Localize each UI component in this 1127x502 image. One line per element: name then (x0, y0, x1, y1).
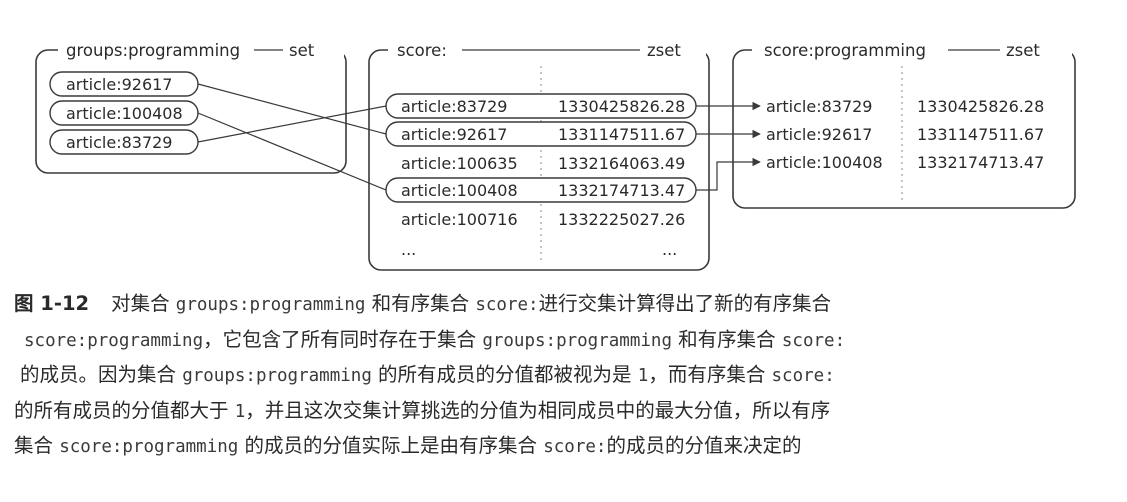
score-row-score: 1332225027.26 (558, 210, 685, 229)
caption-text: 和有序集合 (671, 327, 782, 351)
caption-text: 的所有成员的分值都被视为是 (371, 363, 638, 386)
set-intersection-diagram: groups:programming set article:92617 art… (35, 40, 1076, 271)
caption-code: score: (781, 330, 846, 351)
result-row-score: 1330425826.28 (917, 97, 1044, 116)
set-member: article:83729 (66, 133, 172, 152)
caption-line-2: score:programming，它包含了所有同时存在于集合 groups:p… (14, 323, 1114, 359)
result-row-member: article:92617 (766, 125, 872, 144)
result-row-member: article:100408 (766, 153, 883, 172)
result-box-title-type: zset (1006, 41, 1040, 60)
score-zset-box: score: zset article:83729 1330425826.28 … (368, 40, 710, 271)
caption-code: score: (543, 437, 607, 457)
score-row-member: article:100716 (401, 210, 518, 229)
set-box: groups:programming set article:92617 art… (35, 40, 347, 174)
score-row-score: 1330425826.28 (558, 97, 685, 116)
score-row-score: 1332164063.49 (558, 154, 685, 173)
caption-text: ，它包含了所有同时存在于集合 (203, 327, 483, 351)
result-box-title-name: score:programming (764, 41, 926, 60)
link-set-92617-to-score (197, 83, 387, 135)
score-row-member: article:100635 (401, 154, 518, 173)
caption-text: 进行交集计算得出了新的有序集合 (538, 292, 832, 315)
caption-text: 的成员的分值来决定的 (606, 434, 802, 457)
caption-code: score: (475, 295, 539, 315)
caption-line-1: 图 1-12 对集合 groups:programming 和有序集合 score… (14, 287, 1114, 323)
link-set-100408-to-score (197, 112, 387, 191)
caption-code: groups:programming (482, 330, 672, 351)
result-row-member: article:83729 (766, 97, 872, 116)
score-row-ellipsis: ... (401, 240, 416, 259)
link-set-83729-to-score (197, 105, 387, 143)
result-row-score: 1332174713.47 (917, 153, 1044, 172)
caption-code: 1 (637, 366, 649, 386)
caption-text: 的所有成员的分值都大于 (14, 398, 235, 422)
score-row-member: article:92617 (401, 125, 507, 144)
caption-code: score:programming (59, 437, 239, 457)
score-row-member: article:83729 (401, 97, 507, 116)
set-member: article:100408 (66, 104, 183, 123)
caption-code: score: (771, 366, 835, 386)
caption-text: 对集合 (111, 292, 176, 315)
caption-text: 的成员的分值实际上是由有序集合 (238, 434, 544, 457)
result-zset-box: score:programming zset article:83729 133… (732, 40, 1076, 209)
caption-code: groups:programming (175, 295, 366, 315)
caption-text: 的成员。因为集合 (20, 363, 183, 386)
caption-code: score:programming (24, 330, 204, 351)
caption-code: 1 (234, 401, 246, 422)
arrow-100408-to-result (696, 157, 761, 191)
caption-text: 和有序集合 (365, 292, 476, 315)
result-row-score: 1331147511.67 (917, 125, 1044, 144)
score-box-title-name: score: (397, 41, 447, 60)
score-row-member: article:100408 (401, 181, 518, 200)
caption-text: ，并且这次交集计算挑选的分值为相同成员中的最大分值，所以有序 (245, 398, 831, 422)
caption-text: 集合 (14, 434, 60, 457)
caption-line-5: 集合 score:programming 的成员的分值实际上是由有序集合 sco… (14, 429, 1114, 465)
figure-number: 图 1-12 (14, 292, 90, 315)
score-row-score: 1332174713.47 (558, 181, 685, 200)
set-box-title-name: groups:programming (66, 41, 240, 60)
caption-line-4: 的所有成员的分值都大于 1，并且这次交集计算挑选的分值为相同成员中的最大分值，所… (14, 394, 1114, 430)
caption-text: ，而有序集合 (648, 363, 772, 386)
set-box-title-type: set (289, 41, 315, 60)
set-member: article:92617 (66, 75, 172, 94)
figure-caption: 图 1-12 对集合 groups:programming 和有序集合 score… (14, 287, 1114, 465)
caption-code: groups:programming (182, 366, 372, 386)
score-row-ellipsis: ... (662, 240, 677, 259)
score-box-title-type: zset (647, 41, 681, 60)
score-row-score: 1331147511.67 (558, 125, 685, 144)
caption-line-3: 的成员。因为集合 groups:programming 的所有成员的分值都被视为… (14, 358, 1114, 394)
